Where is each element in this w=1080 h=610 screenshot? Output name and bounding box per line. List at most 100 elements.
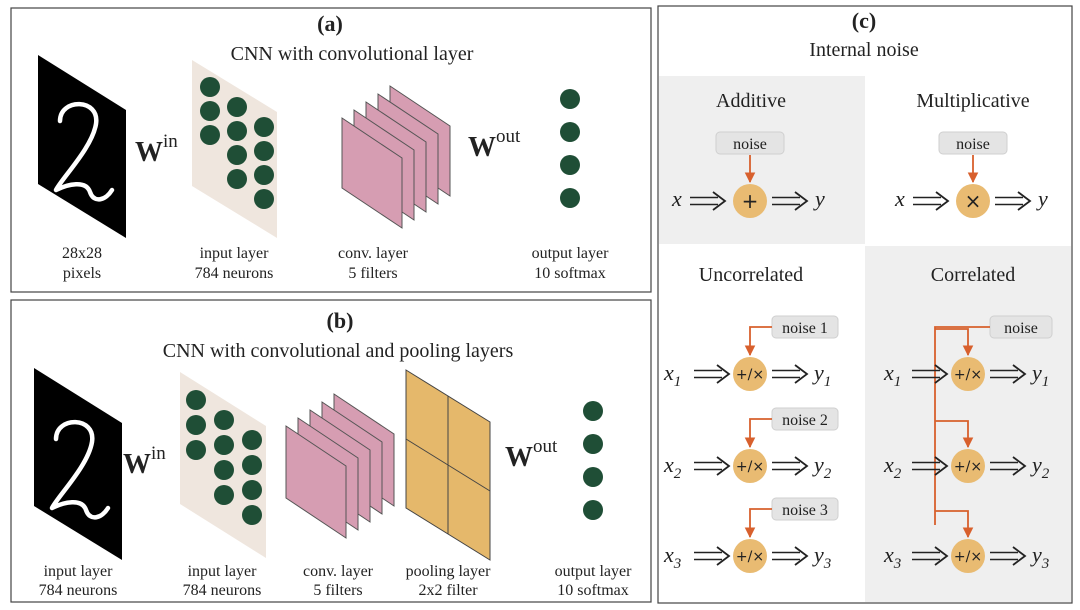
output-y-sub: 1 bbox=[1042, 374, 1050, 390]
output-neuron bbox=[560, 188, 580, 208]
shared-noise-bus bbox=[934, 326, 990, 525]
output-neurons bbox=[583, 401, 603, 520]
input-x-sub: 2 bbox=[894, 466, 902, 482]
output-y-base: y bbox=[1030, 452, 1042, 477]
product-node bbox=[956, 184, 990, 218]
input-x-sub: 1 bbox=[674, 374, 682, 390]
node-op: +/× bbox=[954, 459, 982, 475]
label-output-l2: 10 softmax bbox=[534, 265, 606, 282]
label-input-l2: 784 neurons bbox=[195, 265, 274, 282]
noise-node bbox=[733, 539, 767, 573]
input-x-sub: 1 bbox=[894, 374, 902, 390]
label-conv-l1: conv. layer bbox=[338, 245, 409, 262]
output-y: y1 bbox=[1030, 360, 1049, 390]
w-out-base: W bbox=[468, 132, 496, 163]
sum-node bbox=[733, 184, 767, 218]
input-x-base: x bbox=[883, 452, 894, 477]
output-neuron bbox=[583, 401, 603, 421]
input-x-sub: 3 bbox=[893, 556, 902, 572]
label-conv-l2: 5 filters bbox=[313, 582, 362, 599]
noise-node bbox=[733, 449, 767, 483]
panel-a-input-layer bbox=[192, 60, 277, 238]
input-x: x bbox=[894, 186, 905, 211]
input-x-base: x bbox=[663, 542, 674, 567]
output-y: y2 bbox=[812, 452, 832, 482]
input-x: x2 bbox=[883, 452, 902, 482]
noise-label: noise 3 bbox=[782, 502, 828, 519]
panel-b-letter: (b) bbox=[327, 308, 354, 333]
input-neuron bbox=[186, 390, 206, 410]
w-in-base: W bbox=[123, 449, 151, 480]
label-conv-l2: 5 filters bbox=[348, 265, 397, 282]
noise-arrow bbox=[744, 508, 772, 539]
panel-a-frame bbox=[10, 7, 652, 293]
noise-arrow bbox=[744, 418, 772, 449]
output-y: y2 bbox=[1030, 452, 1050, 482]
label-input-l2: 784 neurons bbox=[183, 582, 262, 599]
panel-a-input-image bbox=[38, 55, 126, 238]
input-neuron bbox=[200, 77, 220, 97]
conv-filter bbox=[341, 117, 403, 229]
multiplicative-title: Multiplicative bbox=[916, 90, 1029, 112]
input-neuron bbox=[227, 121, 247, 141]
noise-arrow bbox=[744, 326, 772, 357]
output-y-sub: 3 bbox=[1041, 556, 1050, 572]
output-y-base: y bbox=[812, 452, 824, 477]
panel-c: (c) Internal noise Additive noise x + y … bbox=[657, 5, 1073, 604]
noise-node bbox=[733, 357, 767, 391]
output-neuron bbox=[560, 89, 580, 109]
double-arrow-in bbox=[912, 191, 949, 211]
multiplicative-cell: Multiplicative noise x × y bbox=[894, 90, 1048, 218]
conv-filter bbox=[285, 425, 347, 539]
noise-label: noise 1 bbox=[782, 320, 828, 337]
sum-op: + bbox=[742, 189, 759, 213]
panel-c-frame bbox=[657, 5, 1073, 604]
label-pool-l2: 2x2 filter bbox=[418, 582, 478, 599]
output-neuron bbox=[583, 434, 603, 454]
panel-b-title: CNN with convolutional and pooling layer… bbox=[163, 340, 514, 362]
noise-label: noise bbox=[733, 136, 767, 153]
input-neuron bbox=[254, 141, 274, 161]
input-neurons bbox=[186, 390, 262, 525]
label-input-l1: input layer bbox=[188, 563, 258, 580]
output-y: y bbox=[1036, 186, 1048, 211]
input-neuron bbox=[214, 485, 234, 505]
input-neuron bbox=[254, 189, 274, 209]
input-x: x1 bbox=[883, 360, 901, 390]
input-neuron bbox=[242, 430, 262, 450]
input-neuron bbox=[186, 415, 206, 435]
input-neuron bbox=[186, 440, 206, 460]
input-neuron bbox=[227, 169, 247, 189]
panel-b-w-in: Win bbox=[123, 443, 166, 480]
double-arrow-in bbox=[693, 364, 730, 384]
label-conv-l1: conv. layer bbox=[303, 563, 374, 580]
output-neuron bbox=[583, 500, 603, 520]
panel-b-w-out: Wout bbox=[505, 436, 558, 473]
cell-additive-shade bbox=[659, 76, 865, 244]
noise-node bbox=[951, 357, 985, 391]
w-in-sup: in bbox=[163, 131, 178, 152]
output-y: y bbox=[813, 186, 825, 211]
panel-b: (b) CNN with convolutional and pooling l… bbox=[10, 299, 652, 603]
input-x-base: x bbox=[883, 542, 894, 567]
input-x-base: x bbox=[663, 360, 674, 385]
output-neuron bbox=[560, 122, 580, 142]
panel-a-title: CNN with convolutional layer bbox=[231, 43, 474, 65]
noise-box bbox=[715, 131, 785, 155]
input-x-sub: 3 bbox=[673, 556, 682, 572]
input-neuron bbox=[214, 410, 234, 430]
node-op: +/× bbox=[736, 549, 764, 565]
w-out-sup: out bbox=[533, 436, 558, 457]
output-y-sub: 3 bbox=[823, 556, 832, 572]
input-neuron bbox=[242, 455, 262, 475]
output-y-base: y bbox=[812, 542, 824, 567]
panel-c-letter: (c) bbox=[852, 8, 876, 33]
input-neuron bbox=[214, 460, 234, 480]
product-op: × bbox=[965, 189, 982, 213]
node-op: +/× bbox=[736, 367, 764, 383]
noise-node bbox=[951, 449, 985, 483]
panel-b-frame bbox=[10, 299, 652, 603]
w-in-base: W bbox=[135, 137, 163, 168]
